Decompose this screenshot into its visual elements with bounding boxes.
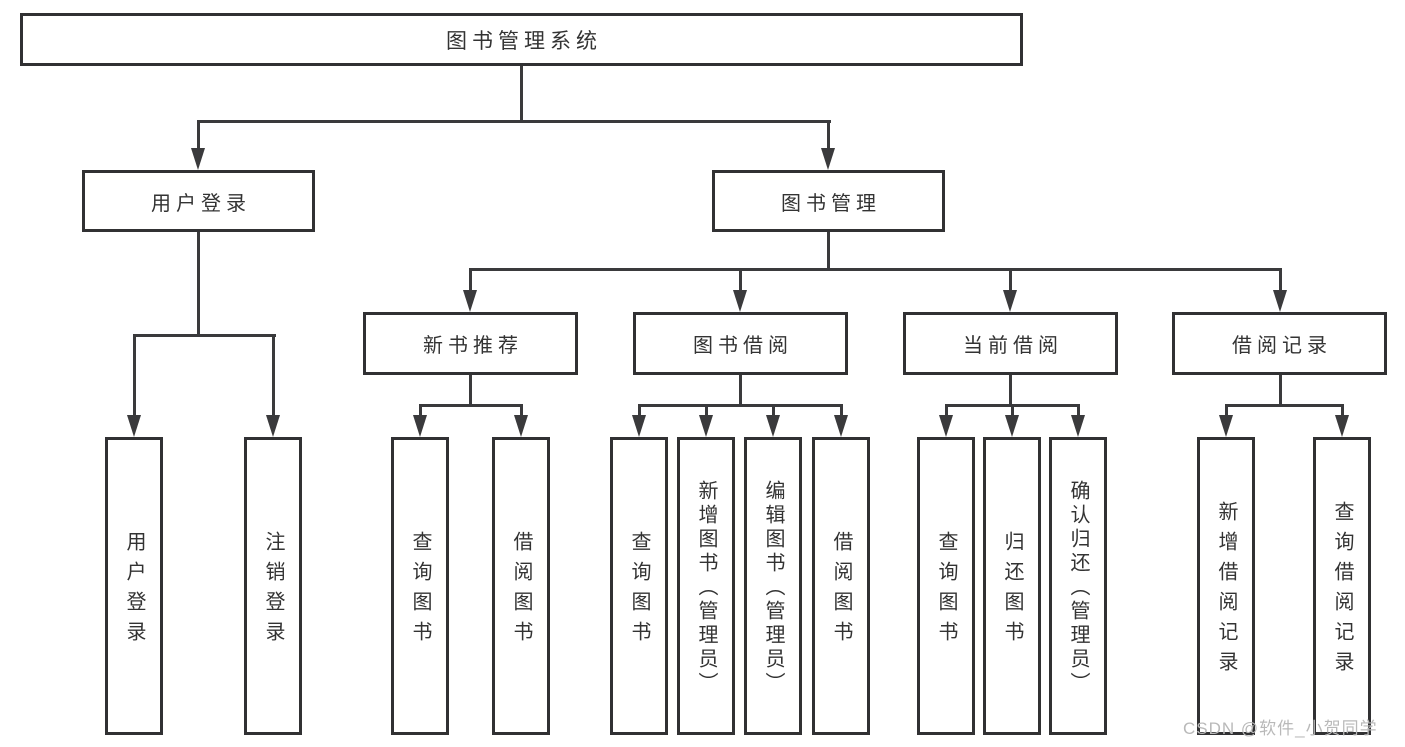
- connector-borrow-records-crossbar: [1225, 404, 1344, 407]
- arrowhead-borrow-records: [1273, 290, 1287, 312]
- arrowhead-new-books: [463, 290, 477, 312]
- arrowhead-leaf-user-login: [127, 415, 141, 437]
- connector-book-borrow-crossbar: [638, 404, 843, 407]
- leaf-borrow-edit-label: 编辑图书（管理员）: [762, 480, 784, 696]
- node-book-mgmt: 图书管理: [712, 170, 945, 232]
- watermark: CSDN @软件_小贺同学: [1183, 719, 1378, 738]
- connector-current-borrow-drop: [1009, 268, 1012, 292]
- arrowhead-leaf-newbooks-borrow: [514, 415, 528, 437]
- connector-new-books-drop: [469, 268, 472, 292]
- leaf-newbooks-borrow-label: 借阅图书: [510, 531, 532, 651]
- node-borrow-records-label: 借阅记录: [1232, 335, 1332, 357]
- connector-leaf-drop: [1077, 404, 1080, 417]
- connector-borrow-records-stem: [1279, 375, 1282, 406]
- leaf-newbooks-borrow: 借阅图书: [492, 437, 550, 735]
- arrowhead-current-borrow: [1003, 290, 1017, 312]
- connector-leaf-drop: [772, 404, 775, 417]
- node-book-borrow-label: 图书借阅: [693, 335, 793, 357]
- arrowhead-leaf-borrow-borrow: [834, 415, 848, 437]
- connector-book-borrow-stem: [739, 375, 742, 406]
- node-root: 图书管理系统: [20, 13, 1023, 66]
- node-current-borrow-label: 当前借阅: [963, 335, 1063, 357]
- node-current-borrow: 当前借阅: [903, 312, 1118, 375]
- connector-new-books-crossbar: [419, 404, 523, 407]
- arrowhead-leaf-borrow-add: [699, 415, 713, 437]
- connector-leaf-user-login-drop: [133, 334, 136, 417]
- leaf-borrow-borrow: 借阅图书: [812, 437, 870, 735]
- connector-borrow-records-drop: [1279, 268, 1282, 292]
- connector-book-borrow-drop: [739, 268, 742, 292]
- arrowhead-leaf-records-query: [1335, 415, 1349, 437]
- connector-leaf-drop: [945, 404, 948, 417]
- node-new-books-label: 新书推荐: [423, 335, 523, 357]
- node-book-borrow: 图书借阅: [633, 312, 848, 375]
- arrowhead-leaf-current-query: [939, 415, 953, 437]
- leaf-user-login-label: 用户登录: [123, 531, 145, 651]
- leaf-current-confirm: 确认归还（管理员）: [1049, 437, 1107, 735]
- leaf-current-confirm-label: 确认归还（管理员）: [1067, 480, 1089, 696]
- leaf-current-return: 归还图书: [983, 437, 1041, 735]
- arrowhead-leaf-current-confirm: [1071, 415, 1085, 437]
- leaf-borrow-query: 查询图书: [610, 437, 668, 735]
- arrowhead-leaf-current-return: [1005, 415, 1019, 437]
- leaf-newbooks-query: 查询图书: [391, 437, 449, 735]
- node-new-books: 新书推荐: [363, 312, 578, 375]
- connector-leaf-drop: [638, 404, 641, 417]
- connector-new-books-stem: [469, 375, 472, 406]
- leaf-records-add-label: 新增借阅记录: [1215, 501, 1237, 681]
- arrowhead-leaf-records-add: [1219, 415, 1233, 437]
- connector-root-stem: [520, 66, 523, 120]
- connector-level3-crossbar: [469, 268, 1282, 271]
- connector-leaf-drop: [840, 404, 843, 417]
- connector-user-login-stem: [197, 232, 200, 336]
- leaf-newbooks-query-label: 查询图书: [409, 531, 431, 651]
- leaf-records-add: 新增借阅记录: [1197, 437, 1255, 735]
- connector-user-login-crossbar: [133, 334, 276, 337]
- arrowhead-book-mgmt: [821, 148, 835, 170]
- leaf-logout-label: 注销登录: [262, 531, 284, 651]
- node-user-login: 用户登录: [82, 170, 315, 232]
- connector-leaf-drop: [1011, 404, 1014, 417]
- connector-leaf-drop: [1225, 404, 1228, 417]
- connector-leaf-drop: [1341, 404, 1344, 417]
- arrowhead-user-login: [191, 148, 205, 170]
- connector-leaf-drop: [419, 404, 422, 417]
- connector-current-borrow-stem: [1009, 375, 1012, 406]
- arrowhead-leaf-newbooks-query: [413, 415, 427, 437]
- leaf-records-query: 查询借阅记录: [1313, 437, 1371, 735]
- connector-leaf-drop: [705, 404, 708, 417]
- leaf-borrow-edit: 编辑图书（管理员）: [744, 437, 802, 735]
- leaf-records-query-label: 查询借阅记录: [1331, 501, 1353, 681]
- leaf-current-return-label: 归还图书: [1001, 531, 1023, 651]
- leaf-borrow-borrow-label: 借阅图书: [830, 531, 852, 651]
- node-user-login-label: 用户登录: [151, 192, 251, 215]
- connector-level2-crossbar: [197, 120, 831, 123]
- connector-book-mgmt-drop: [827, 120, 830, 152]
- node-root-label: 图书管理系统: [446, 29, 602, 53]
- leaf-borrow-query-label: 查询图书: [628, 531, 650, 651]
- leaf-current-query: 查询图书: [917, 437, 975, 735]
- node-book-mgmt-label: 图书管理: [781, 192, 881, 215]
- arrowhead-leaf-borrow-edit: [766, 415, 780, 437]
- leaf-user-login: 用户登录: [105, 437, 163, 735]
- arrowhead-leaf-logout: [266, 415, 280, 437]
- leaf-logout: 注销登录: [244, 437, 302, 735]
- connector-leaf-logout-drop: [272, 334, 275, 417]
- leaf-current-query-label: 查询图书: [935, 531, 957, 651]
- leaf-borrow-add: 新增图书（管理员）: [677, 437, 735, 735]
- arrowhead-book-borrow: [733, 290, 747, 312]
- connector-user-login-drop: [197, 120, 200, 152]
- connector-leaf-drop: [520, 404, 523, 417]
- arrowhead-leaf-borrow-query: [632, 415, 646, 437]
- leaf-borrow-add-label: 新增图书（管理员）: [695, 480, 717, 696]
- connector-book-mgmt-stem: [827, 232, 830, 270]
- node-borrow-records: 借阅记录: [1172, 312, 1387, 375]
